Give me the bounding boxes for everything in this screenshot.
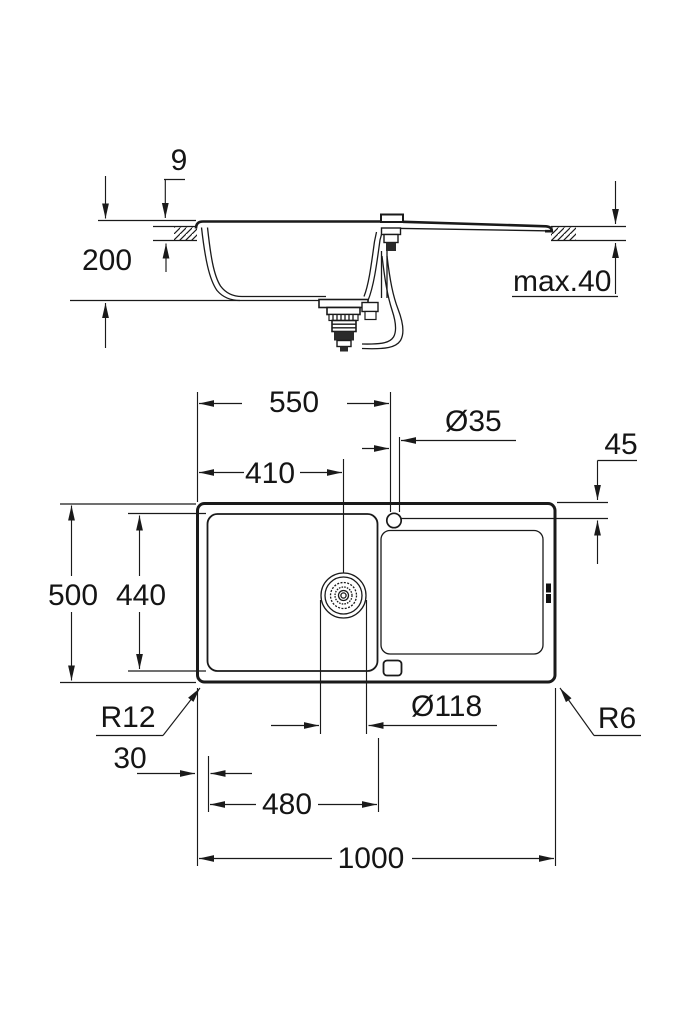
dim-rim-height: 9 (161, 144, 188, 272)
hose-inner-curve (361, 255, 397, 345)
dim-label-30: 30 (113, 742, 146, 775)
plan-view: 550 Ø35 45 410 500 440 (48, 386, 641, 875)
dim-label-max40: max.40 (513, 265, 611, 298)
dim-corner-r6: R6 (559, 687, 641, 737)
leader-arrow (162, 687, 201, 736)
strainer-inner-ring (337, 589, 350, 602)
waste-body (331, 319, 357, 333)
tap-boss-assembly (380, 213, 404, 251)
dim-label-550: 550 (269, 386, 319, 419)
mount-plate (380, 227, 402, 236)
strainer-center-ring (340, 592, 347, 599)
dim-tap-offset-45: 45 (594, 428, 638, 564)
overflow-elbow-nut (364, 310, 377, 321)
drainer-board-top-line (402, 220, 554, 233)
dim-corner-r12: R12 (96, 687, 201, 737)
dim-label-o35: Ø35 (445, 405, 502, 438)
side-view: 9 200 max.40 (70, 144, 626, 352)
dim-label-1000: 1000 (338, 842, 405, 875)
bowl-inner-wall (206, 227, 378, 298)
mount-nut (383, 233, 399, 244)
dim-tap-hole-d35: Ø35 (362, 405, 516, 452)
leader-arrow (559, 687, 595, 736)
dim-bowl-depth: 200 (82, 176, 132, 348)
dim-bowl-width-480: 480 (210, 788, 377, 821)
dim-counter-thickness: max.40 (512, 181, 619, 298)
counter-hatch-left (174, 227, 197, 240)
dim-label-200: 200 (82, 244, 132, 277)
knurl-ticks (332, 314, 354, 321)
waste-body-lines (332, 323, 356, 329)
strainer-flange (318, 298, 369, 309)
strainer-inner-knurl (334, 586, 353, 605)
overflow-pipe (361, 251, 404, 350)
waste-dark-section (334, 331, 354, 341)
extension-lines (60, 392, 608, 866)
bowl-outer-wall (200, 227, 384, 302)
dim-label-o118: Ø118 (411, 690, 482, 723)
dim-label-410: 410 (245, 457, 295, 490)
counter-hatch-right (551, 227, 576, 240)
drain-strainer (320, 572, 367, 619)
dim-drain-center-410: 410 (199, 457, 342, 490)
dim-overall-width-1000: 1000 (199, 842, 554, 875)
waste-tail (340, 346, 348, 352)
tap-boss (380, 213, 404, 223)
dim-bowl-offset-30: 30 (113, 742, 252, 777)
drainer-inner-outline (380, 529, 544, 655)
dim-label-r12: R12 (100, 701, 155, 734)
strainer-knurled-ring (329, 581, 358, 610)
dim-label-r6: R6 (598, 702, 636, 735)
overflow-slot-lower (546, 594, 551, 603)
waste-body-top (326, 306, 361, 316)
sink-profile (194, 220, 554, 302)
rim-top-line (194, 220, 381, 229)
waste-assembly (318, 298, 379, 352)
strainer-heavy-ring (324, 576, 363, 615)
dim-tap-center-550: 550 (199, 386, 389, 419)
dim-bowl-depth-440: 440 (116, 515, 166, 669)
mount-block (386, 242, 396, 251)
drainer-board-underside-line (386, 227, 546, 232)
sink-outer-outline (196, 502, 557, 684)
waste-foot (336, 339, 352, 348)
dim-label-440: 440 (116, 579, 166, 612)
overflow-slot-upper (546, 583, 551, 593)
dim-label-9: 9 (171, 144, 188, 177)
drainer-drain-hole (382, 659, 403, 677)
strainer-outer-ring (320, 572, 367, 619)
dim-label-45: 45 (604, 428, 637, 461)
dim-label-500: 500 (48, 579, 98, 612)
dim-label-480: 480 (262, 788, 312, 821)
bowl-inner-outline (206, 513, 379, 672)
dim-overall-depth-500: 500 (48, 505, 98, 681)
tap-hole (385, 512, 403, 529)
overflow-elbow (361, 301, 379, 313)
hose-outer-curve (361, 255, 404, 350)
dim-drain-d118: Ø118 (271, 690, 497, 729)
